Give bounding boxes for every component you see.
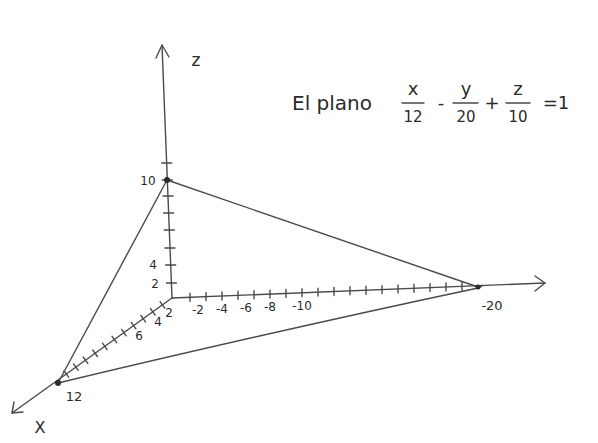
z-arrowhead	[156, 45, 169, 58]
x-arrowhead	[12, 402, 23, 413]
tick-value: -10	[292, 300, 312, 312]
x-ticks	[64, 302, 165, 377]
title: El plano	[292, 93, 372, 113]
z-axis	[162, 45, 172, 298]
equation-term: -	[438, 94, 445, 112]
tick-value: -4	[216, 303, 228, 315]
y-intercept	[476, 285, 481, 290]
tick-value: 2	[165, 307, 173, 319]
tick-value: 6	[135, 330, 143, 342]
equation-term: 10	[508, 110, 527, 125]
axis-name: X	[35, 420, 46, 436]
tick-value: 4	[149, 259, 157, 271]
z-intercept	[164, 177, 170, 183]
z-ticks	[162, 163, 177, 283]
equation-term: y	[461, 80, 472, 98]
intercept-value: -20	[481, 299, 502, 312]
tick-value: 2	[151, 278, 159, 290]
tick-value: -6	[240, 302, 252, 314]
y-arrowhead	[535, 276, 545, 291]
equation-term: 20	[456, 110, 475, 125]
x-axis	[12, 298, 172, 413]
y-axis	[172, 283, 545, 298]
trace-xz	[58, 180, 167, 383]
trace-xy	[58, 285, 483, 383]
axis-name: z	[192, 52, 201, 69]
x-intercept	[55, 380, 61, 386]
fraction-bars	[402, 102, 530, 103]
equation-term: 12	[403, 110, 422, 125]
tick-value: 4	[154, 316, 162, 328]
equation-term: z	[513, 80, 522, 98]
tick-value: -8	[264, 301, 276, 313]
equation-term: x	[408, 80, 419, 98]
equation-term: =1	[543, 94, 570, 112]
equation-term: +	[484, 94, 499, 112]
tick-value: 10	[140, 175, 155, 187]
tick-value: -2	[192, 304, 204, 316]
y-ticks	[190, 282, 462, 301]
trace-yz	[167, 180, 478, 287]
intercept-value: 12	[66, 390, 83, 403]
